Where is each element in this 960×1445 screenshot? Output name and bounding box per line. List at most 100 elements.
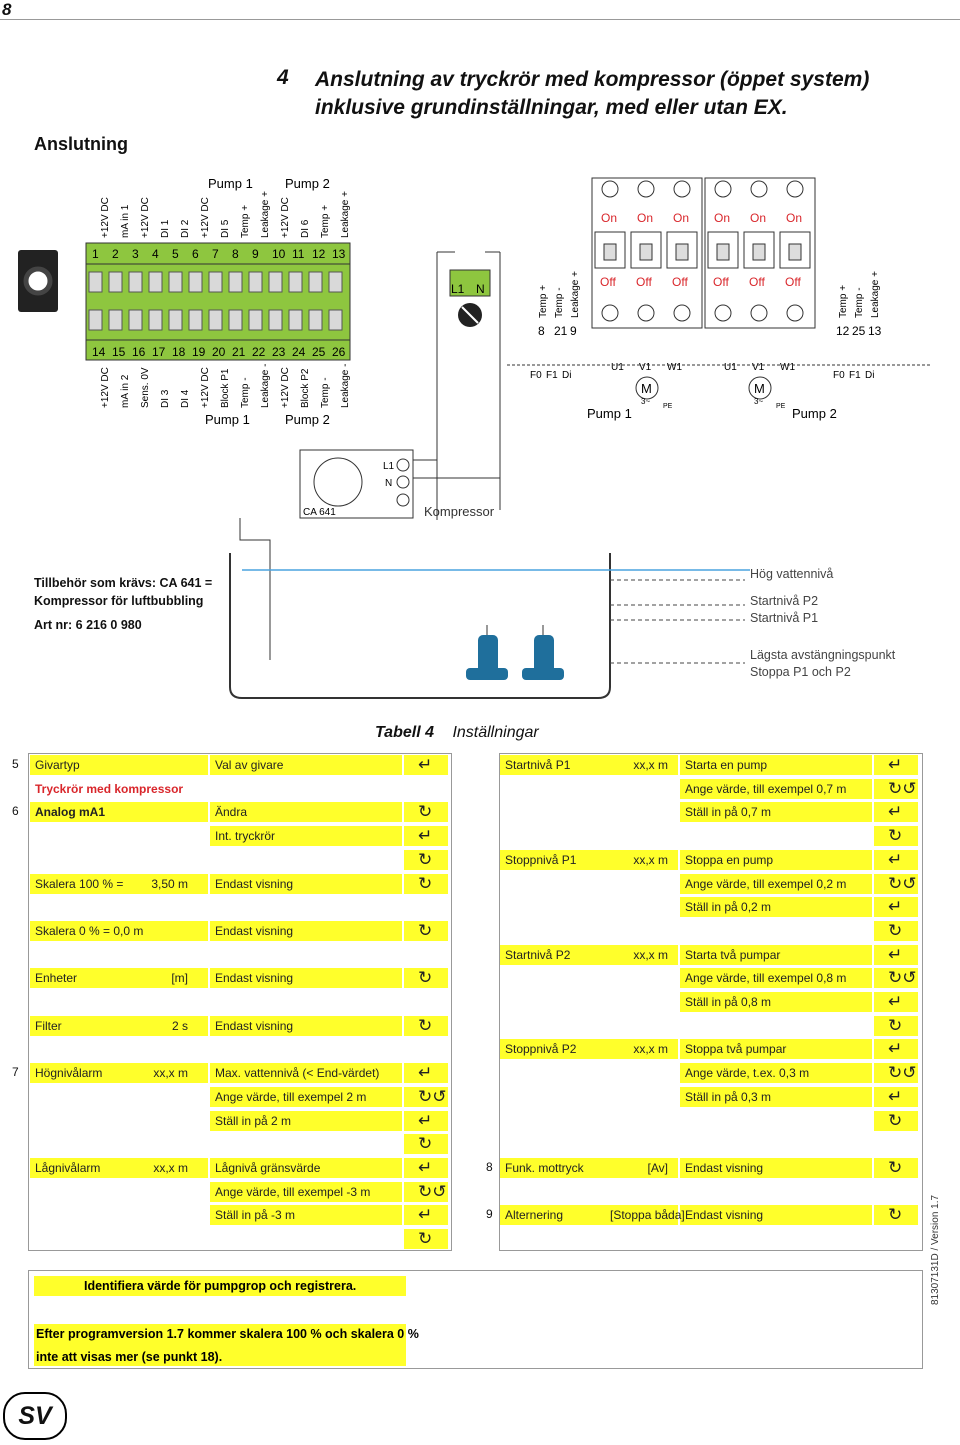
note-identify: Identifiera värde för pumpgrop och regis… <box>84 1279 357 1293</box>
terminal-bottom-number: 14 <box>92 345 106 359</box>
pe2: PE <box>776 403 786 410</box>
terminal-screw <box>88 271 103 293</box>
rotate-icon: ↻ <box>888 1110 903 1130</box>
row-parameter: Lågnivålarm <box>35 1160 101 1175</box>
terminal-screw <box>268 271 283 293</box>
terminal-screw <box>168 309 183 331</box>
terminal-bottom-number: 17 <box>152 345 166 359</box>
table-title: Inställningar <box>452 724 539 741</box>
table-row: ↻ <box>0 1134 460 1156</box>
terminal-top-number: 1 <box>92 247 99 261</box>
row-parameter: Startnivå P2 <box>505 947 571 962</box>
top-divider <box>0 19 960 20</box>
terminal-top-number: 5 <box>172 247 179 261</box>
terminal-screw <box>228 271 243 293</box>
row-action: Ange värde, till exempel 0,7 m <box>685 781 847 796</box>
table-row <box>0 945 460 967</box>
terminal-screw <box>288 271 303 293</box>
table-row: ↻ <box>0 849 460 872</box>
row-value: xx,x m <box>633 852 668 867</box>
compressor-fan <box>313 457 363 507</box>
row-number: 6 <box>12 804 19 819</box>
rotate-both-icon: ↻↺ <box>888 873 917 893</box>
row-action: Ställ in på 0,2 m <box>685 900 772 915</box>
row-action: Ange värde, till exempel 0,2 m <box>685 876 847 891</box>
left-temp-label: Leakage + <box>570 271 581 318</box>
power-l1: L1 <box>451 282 465 296</box>
level-start-p2: Startnivå P2 <box>750 594 819 608</box>
rotate-icon: ↻ <box>418 802 433 822</box>
table-row: Ställ in på 0,2 m ↵ <box>470 897 930 919</box>
table-row: Ställ in på 0,3 m ↵ <box>470 1086 930 1109</box>
terminal-top-label: Temp + <box>320 205 331 238</box>
row-action: Ändra <box>215 805 248 820</box>
terminal-screw <box>308 309 323 331</box>
terminal-top-label: +12V DC <box>100 197 111 238</box>
row-action: Starta två pumpar <box>685 947 781 962</box>
pump2-label: Pump 2 <box>792 406 837 421</box>
left-temp-number: 9 <box>570 324 577 338</box>
terminal-top-label: mA in 1 <box>120 204 131 238</box>
contactor-screw <box>601 180 619 198</box>
table-row: ↻ <box>470 920 930 943</box>
row-action: Ställ in på 0,3 m <box>685 1089 772 1104</box>
terminal-bottom-number: 16 <box>132 345 146 359</box>
terminal-screw <box>188 309 203 331</box>
row-action: Ange värde, till exempel -3 m <box>215 1184 371 1199</box>
terminal-top-label: +12V DC <box>200 197 211 238</box>
enter-icon: ↵ <box>418 1110 433 1130</box>
row-action: Ange värde, till exempel 2 m <box>215 1089 367 1104</box>
row-value: 3,50 m <box>151 876 188 891</box>
contactor-off: Off <box>749 275 765 289</box>
terminal-top-number: 4 <box>152 247 159 261</box>
right-sensor-label: F1 <box>849 370 861 381</box>
enter-icon: ↵ <box>888 849 903 869</box>
right-sensor-label: F0 <box>833 370 845 381</box>
terminal-screw <box>208 271 223 293</box>
terminal-bottom-number: 22 <box>252 345 266 359</box>
accessory-line1: Tillbehör som krävs: CA 641 = <box>34 576 213 590</box>
terminal-bottom-number: 25 <box>312 345 326 359</box>
row-action: Stoppa en pump <box>685 852 774 867</box>
enter-icon: ↵ <box>888 897 903 917</box>
motor2-terminal: U1 <box>724 362 737 373</box>
row-action: Ange värde, t.ex. 0,3 m <box>685 1066 810 1081</box>
contactor-screw <box>714 304 732 322</box>
table-row: ↻ <box>0 1229 460 1251</box>
rotate-icon: ↻ <box>418 1015 433 1035</box>
row-parameter: Analog mA1 <box>35 805 106 820</box>
terminal-pump1-bottom: Pump 1 <box>205 412 250 427</box>
row-number: 8 <box>486 1159 493 1174</box>
pe1: PE <box>663 403 673 410</box>
row-parameter: Enheter <box>35 971 78 986</box>
terminal-top-label: DI 1 <box>160 219 171 238</box>
enter-icon: ↵ <box>888 1086 903 1106</box>
note-after-line1: Efter programversion 1.7 kommer skalera … <box>36 1327 419 1341</box>
compressor-label: Kompressor <box>424 504 495 519</box>
motor2-terminal: W1 <box>780 362 795 373</box>
table-row: Enheter[m]Endast visning↻ <box>0 968 460 990</box>
row-action: Lågnivå gränsvärde <box>215 1160 321 1175</box>
terminal-top-label: Temp + <box>240 205 251 238</box>
motor1-terminal: W1 <box>667 362 682 373</box>
row-action: Ställ in på -3 m <box>215 1208 296 1223</box>
rotate-icon: ↻ <box>888 826 903 846</box>
enter-icon: ↵ <box>888 1039 903 1059</box>
terminal-screw <box>148 309 163 331</box>
left-table-frame <box>28 753 452 1251</box>
terminal-screw <box>248 309 263 331</box>
rotate-both-icon: ↻↺ <box>418 1086 447 1106</box>
terminal-top-label: +12V DC <box>280 197 291 238</box>
row-action: Endast visning <box>685 1160 764 1175</box>
section-title: Anslutning <box>34 134 128 154</box>
contactor-screw <box>673 180 691 198</box>
pump-2-graphic <box>522 625 564 680</box>
motor1-terminal: U1 <box>611 362 624 373</box>
row-action: Endast visning <box>215 876 294 891</box>
right-temp-label: Leakage + <box>870 271 881 318</box>
